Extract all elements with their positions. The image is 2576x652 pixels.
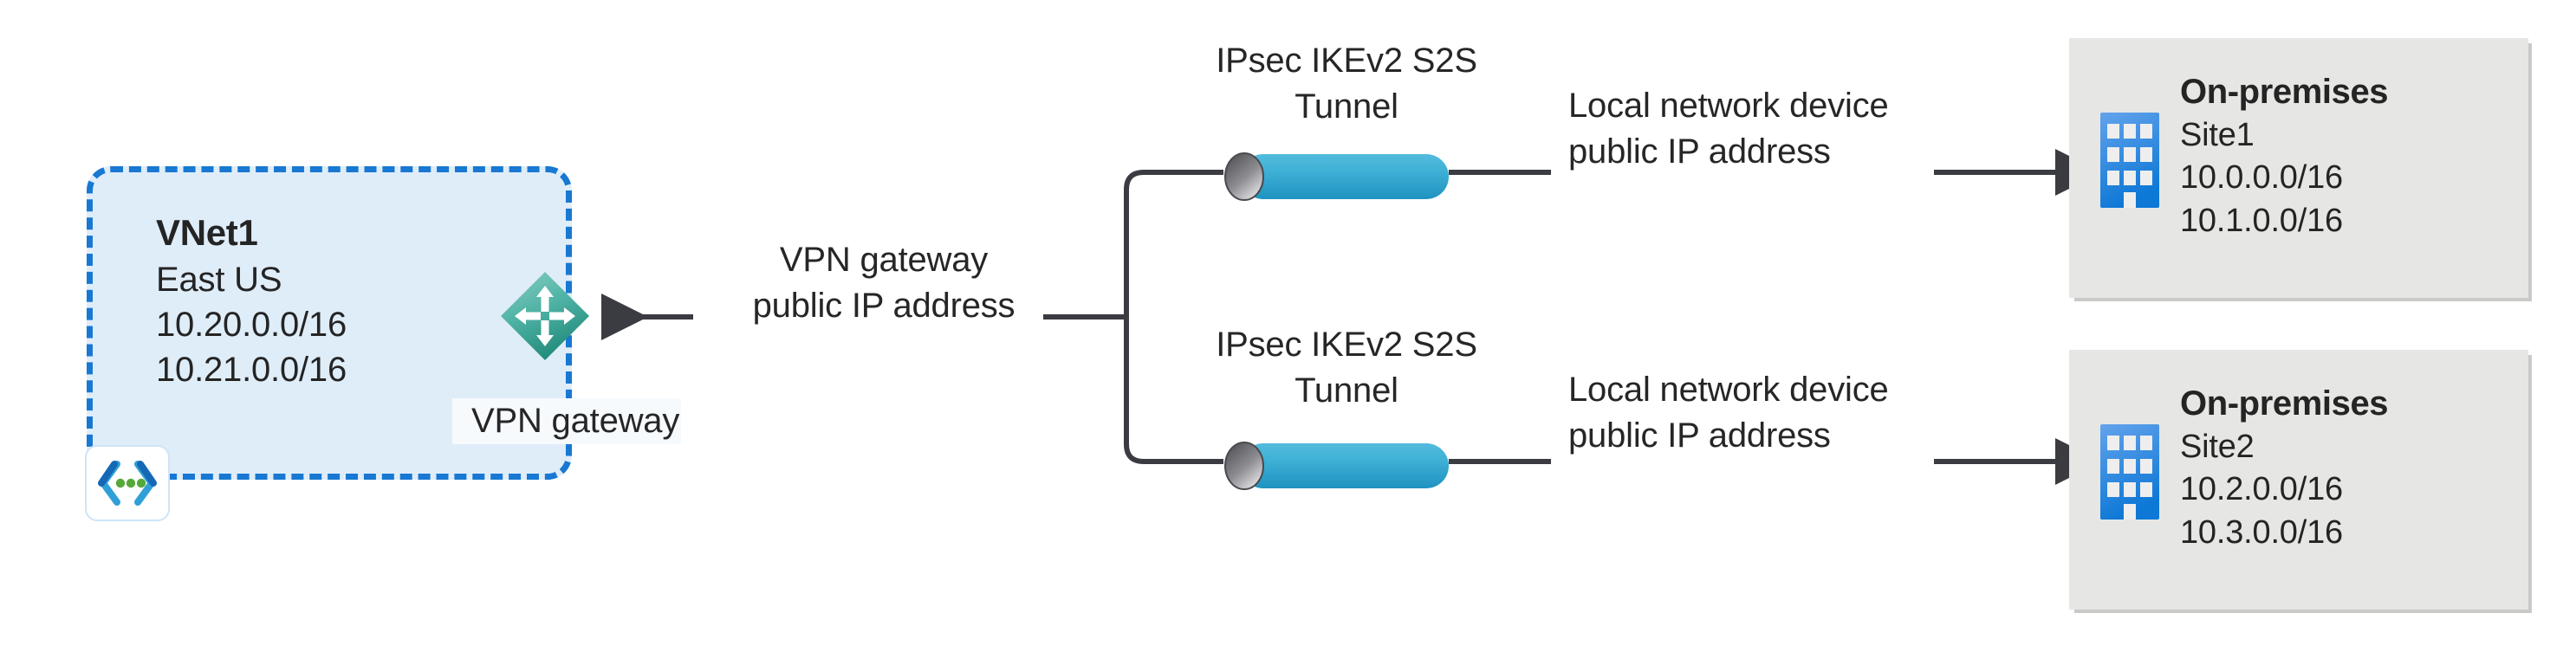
on-premises-title: On-premises xyxy=(2180,73,2389,111)
on-premises-site2-card: On-premises Site2 10.2.0.0/16 10.3.0.0/1… xyxy=(2069,350,2528,610)
vpn-gateway-diamond-icon xyxy=(499,270,591,362)
on-premises-site1-details: On-premises Site1 10.0.0.0/16 10.1.0.0/1… xyxy=(2180,69,2389,242)
on-premises-address-space-2: 10.1.0.0/16 xyxy=(2180,202,2343,239)
on-premises-address-space-1: 10.2.0.0/16 xyxy=(2180,471,2343,508)
virtual-network-icon xyxy=(85,445,170,521)
on-premises-address-space-2: 10.3.0.0/16 xyxy=(2180,513,2343,551)
on-premises-site-name: Site1 xyxy=(2180,117,2255,153)
on-premises-address-space-1: 10.0.0.0/16 xyxy=(2180,159,2343,197)
vnet-address-space-1: 10.20.0.0/16 xyxy=(156,305,347,344)
local-network-device-1-label: Local network device public IP address xyxy=(1568,87,1889,171)
vnet-region: East US xyxy=(156,260,282,299)
local-network-device-2-label: Local network device public IP address xyxy=(1568,371,1889,455)
on-premises-site1-card: On-premises Site1 10.0.0.0/16 10.1.0.0/1… xyxy=(2069,38,2528,298)
on-premises-site2-details: On-premises Site2 10.2.0.0/16 10.3.0.0/1… xyxy=(2180,381,2389,554)
vnet-address-space-2: 10.21.0.0/16 xyxy=(156,350,347,389)
vpn-gateway-public-ip-label: VPN gateway public IP address xyxy=(752,241,1015,325)
on-premises-title: On-premises xyxy=(2180,384,2389,423)
vnet-details: VNet1 East US 10.20.0.0/16 10.21.0.0/16 xyxy=(156,210,520,392)
vnet-name: VNet1 xyxy=(156,212,258,253)
building-icon xyxy=(2100,424,2159,520)
on-premises-site-name: Site2 xyxy=(2180,429,2255,465)
tunnel-2-label: IPsec IKEv2 S2S Tunnel xyxy=(1216,326,1477,410)
vpn-gateway-label: VPN gateway xyxy=(452,398,682,444)
building-icon xyxy=(2100,113,2159,208)
tunnel-1-label: IPsec IKEv2 S2S Tunnel xyxy=(1216,42,1477,126)
